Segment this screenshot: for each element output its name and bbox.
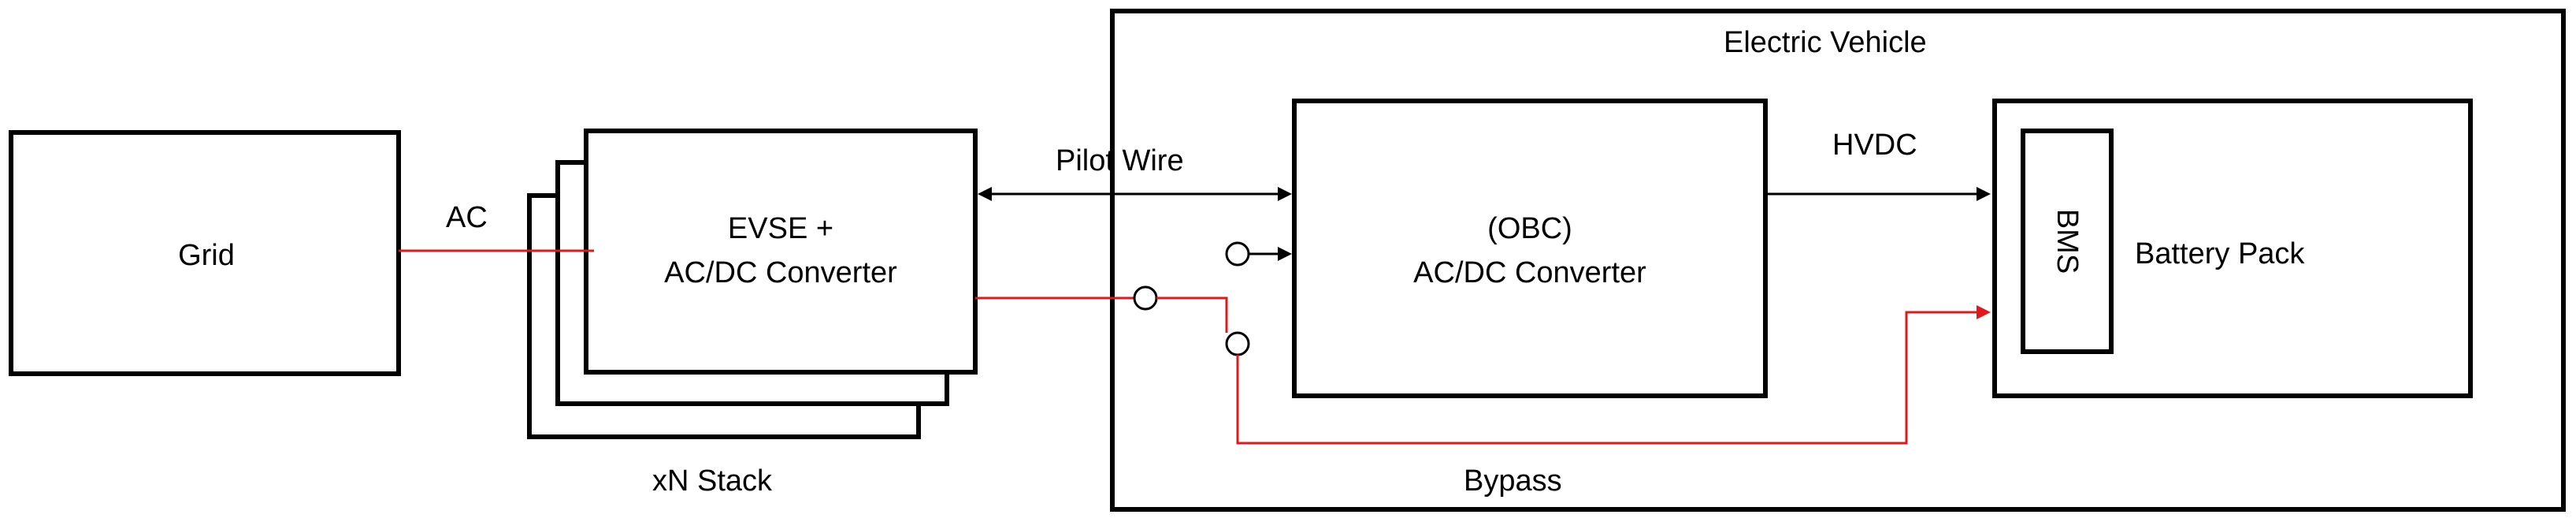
- evse-converter-block: [584, 129, 978, 375]
- obc-input-port: [1225, 241, 1250, 267]
- obc-converter-block: [1292, 99, 1768, 398]
- evse-label-line1: EVSE +: [728, 212, 833, 245]
- grid-block: [9, 130, 401, 376]
- pilot-wire-label: Pilot Wire: [1056, 144, 1184, 177]
- vehicle-dc-inlet-line: [1156, 296, 1228, 333]
- bypass-label: Bypass: [1464, 464, 1562, 498]
- battery-pack-label: Battery Pack: [2135, 237, 2305, 270]
- bypass-port: [1225, 331, 1250, 356]
- obc-label-line2: AC/DC Converter: [1413, 256, 1646, 289]
- grid-label: Grid: [178, 239, 235, 272]
- hvdc-label: HVDC: [1832, 129, 1917, 162]
- bypass-line: [1236, 305, 1991, 445]
- ac-label: AC: [446, 201, 488, 234]
- evse-label-line2: AC/DC Converter: [664, 256, 897, 289]
- evse-dc-port: [1133, 285, 1158, 311]
- xn-stack-label: xN Stack: [652, 464, 773, 498]
- electric-vehicle-label: Electric Vehicle: [1724, 26, 1927, 59]
- bms-block: [2021, 129, 2114, 354]
- bms-label: BMS: [2051, 209, 2084, 274]
- obc-label-line1: (OBC): [1487, 212, 1572, 245]
